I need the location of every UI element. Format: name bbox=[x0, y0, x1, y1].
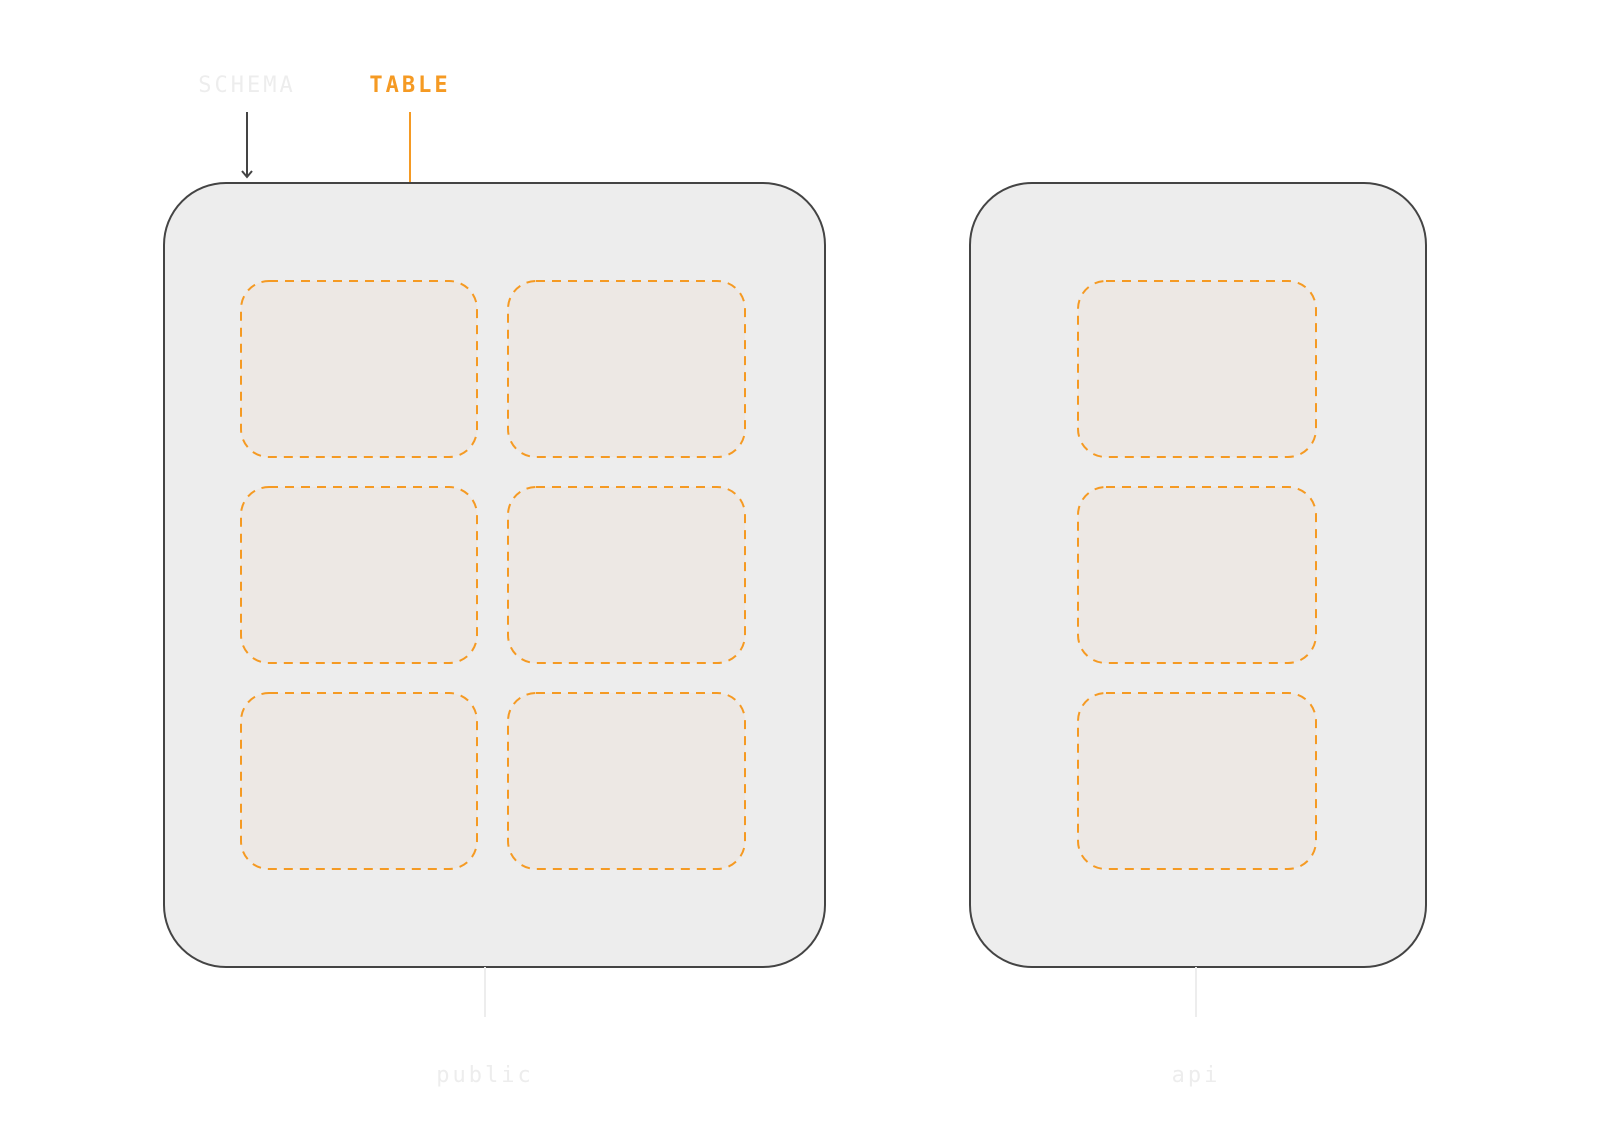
table-legend-label: TABLE bbox=[369, 73, 450, 98]
table-public-2 bbox=[507, 280, 746, 458]
table-api-2 bbox=[1077, 486, 1317, 664]
schema-name-api: api bbox=[1172, 1063, 1221, 1088]
table-public-6 bbox=[507, 692, 746, 870]
table-public-1 bbox=[240, 280, 478, 458]
schema-name-public: public bbox=[436, 1063, 533, 1088]
schema-api: api bbox=[969, 182, 1427, 1088]
schema-public: public bbox=[163, 182, 826, 1088]
table-api-3 bbox=[1077, 692, 1317, 870]
schema-legend-label: SCHEMA bbox=[198, 73, 295, 98]
table-public-3 bbox=[240, 486, 478, 664]
table-public-5 bbox=[240, 692, 478, 870]
table-api-1 bbox=[1077, 280, 1317, 458]
table-public-4 bbox=[507, 486, 746, 664]
